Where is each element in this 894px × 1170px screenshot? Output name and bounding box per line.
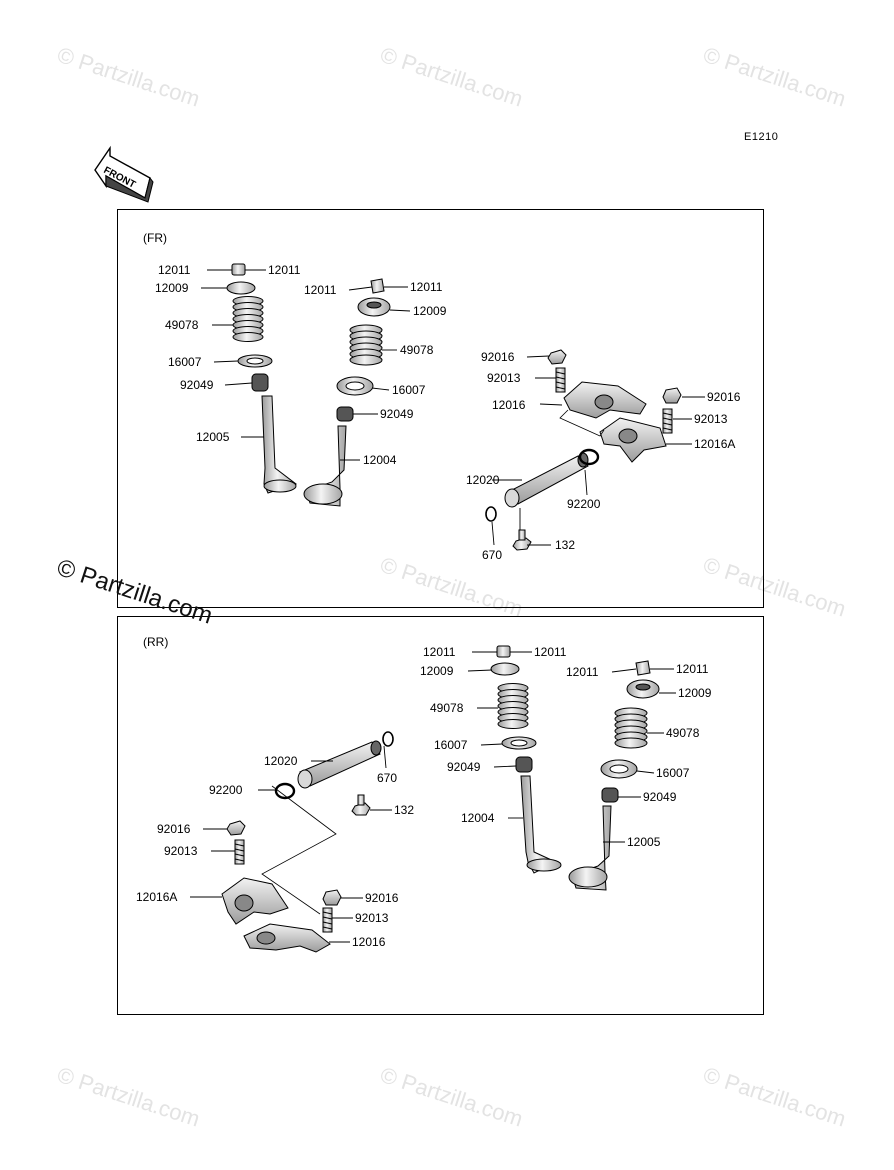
part-number: 12020 [466, 473, 500, 487]
rr-right-valve-stack [568, 660, 660, 891]
rr-left-valve-stack [490, 645, 562, 874]
nut-icon [322, 889, 342, 906]
part-number: 16007 [168, 355, 202, 369]
part-number: 12009 [155, 281, 189, 295]
part-number: 16007 [434, 738, 468, 752]
part-number: 92016 [157, 822, 191, 836]
panel-rear [117, 616, 764, 1015]
rocker-arm-icon [243, 923, 331, 953]
valve-stem-seal-icon [251, 373, 269, 392]
part-number: 92049 [180, 378, 214, 392]
part-number: 12011 [676, 662, 709, 676]
part-number: 12005 [196, 430, 230, 444]
adjust-screw-icon [662, 408, 673, 434]
part-number: 49078 [165, 318, 199, 332]
part-number: 12016A [136, 890, 177, 904]
part-number: 49078 [666, 726, 700, 740]
part-number: 132 [555, 538, 575, 552]
fr-rocker-assembly [485, 349, 682, 551]
part-number: 12020 [264, 754, 298, 768]
part-number: 12005 [627, 835, 661, 849]
valve-cotter-icon [635, 660, 651, 676]
fr-left-valve-stack [226, 263, 298, 494]
part-number: 92049 [380, 407, 414, 421]
shaft-washer-icon [274, 782, 296, 800]
valve-icon [261, 395, 298, 494]
part-number: 12011 [534, 645, 567, 659]
adjust-screw-icon [234, 839, 245, 865]
nut-icon [547, 349, 567, 365]
part-number: 670 [482, 548, 502, 562]
part-number: 12011 [410, 280, 443, 294]
part-number: 92049 [447, 760, 481, 774]
valve-spring-icon [232, 296, 264, 342]
valve-spring-icon [497, 683, 529, 729]
part-number: 92016 [481, 350, 515, 364]
bolt-icon [351, 794, 371, 816]
valve-stem-seal-icon [515, 756, 533, 773]
rocker-shaft-icon [297, 740, 382, 789]
rr-rocker-assembly [221, 731, 394, 953]
part-number: 12011 [158, 263, 191, 277]
part-number: 132 [394, 803, 414, 817]
part-number: 12009 [420, 664, 454, 678]
part-number: 92016 [365, 891, 399, 905]
part-number: 92013 [164, 844, 198, 858]
valve-cotter-icon [496, 645, 511, 658]
part-number: 12016A [694, 437, 735, 451]
part-number: 12011 [566, 665, 599, 679]
panel-front-label: (FR) [143, 231, 167, 245]
valve-icon [520, 775, 558, 874]
part-number: 12009 [678, 686, 712, 700]
valve-stem-seal-icon [601, 787, 619, 803]
front-arrow-icon: FRONT [94, 145, 154, 203]
panel-front [117, 209, 764, 608]
part-number: 16007 [392, 383, 426, 397]
part-number: 92013 [355, 911, 389, 925]
part-number: 92016 [707, 390, 741, 404]
adjust-screw-icon [555, 367, 566, 393]
part-number: 12009 [413, 304, 447, 318]
part-number: 12016 [492, 398, 526, 412]
part-number: 16007 [656, 766, 690, 780]
part-number: 49078 [430, 701, 464, 715]
part-number: 92013 [487, 371, 521, 385]
part-number: 12004 [461, 811, 495, 825]
valve-spring-icon [349, 324, 383, 366]
part-number: 12011 [423, 645, 456, 659]
bolt-icon [512, 529, 532, 551]
part-number: 49078 [400, 343, 434, 357]
part-number: 12011 [268, 263, 301, 277]
rocker-arm-icon [221, 877, 289, 925]
part-number: 92049 [643, 790, 677, 804]
part-number: 92013 [694, 412, 728, 426]
part-number: 12004 [363, 453, 397, 467]
rocker-shaft-icon [504, 452, 589, 508]
valve-stem-seal-icon [336, 406, 354, 422]
part-number: 92200 [567, 497, 601, 511]
spring-retainer-icon [226, 281, 256, 295]
part-number: 92200 [209, 783, 243, 797]
o-ring-icon [485, 506, 497, 522]
part-number: 12016 [352, 935, 386, 949]
nut-icon [662, 387, 682, 404]
fr-right-valve-stack [303, 278, 391, 507]
valve-cotter-icon [370, 278, 385, 294]
spring-retainer-icon [490, 662, 520, 676]
valve-spring-icon [614, 707, 648, 749]
diagram-code: E1210 [744, 131, 779, 143]
part-number: 12011 [304, 283, 337, 297]
nut-icon [226, 820, 246, 836]
part-number: 670 [377, 771, 397, 785]
adjust-screw-icon [322, 907, 333, 933]
o-ring-icon [382, 731, 394, 747]
shaft-washer-icon [578, 448, 600, 466]
valve-cotter-icon [231, 263, 246, 276]
panel-rear-label: (RR) [143, 635, 169, 649]
